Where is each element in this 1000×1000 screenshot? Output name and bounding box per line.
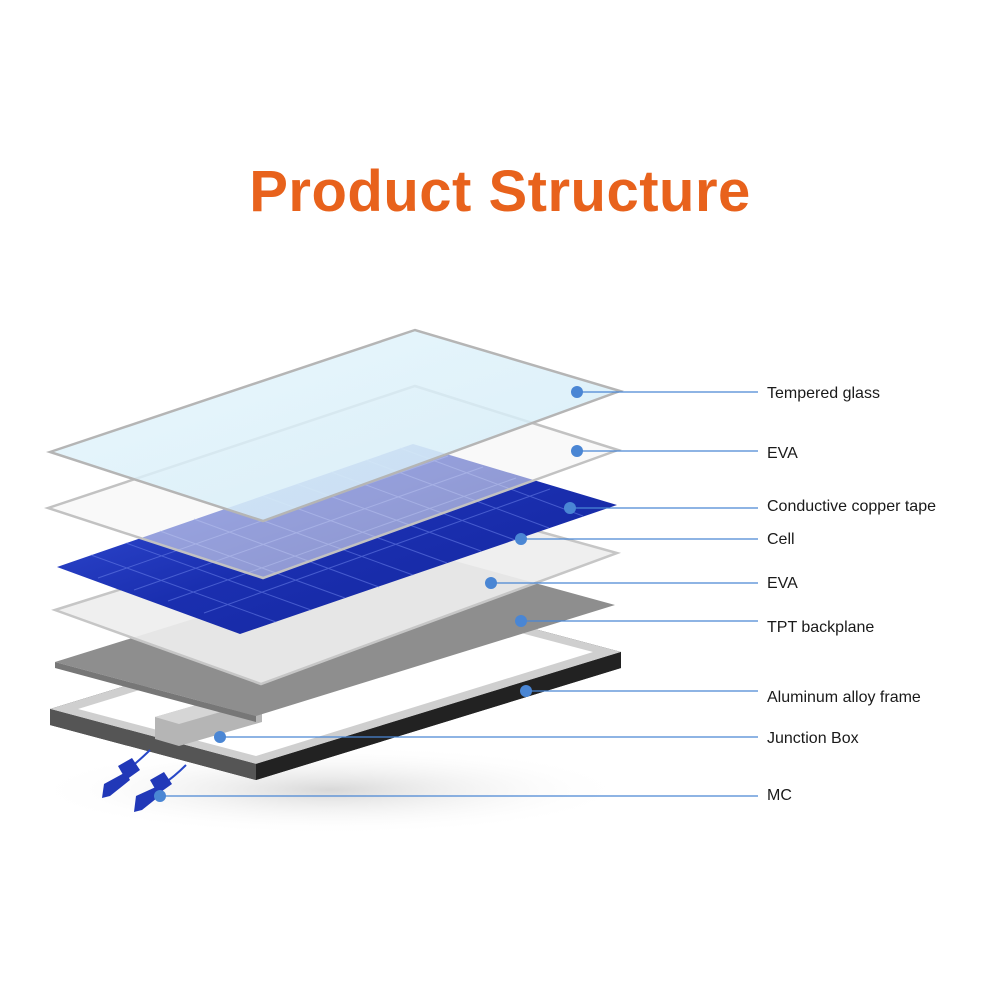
label-backplane: TPT backplane [767, 619, 875, 636]
label-cell: Cell [767, 531, 795, 548]
mc-connector-icon [102, 749, 187, 812]
label-aluminum-frame: Aluminum alloy frame [767, 689, 921, 706]
label-eva-lower: EVA [767, 575, 798, 592]
label-tempered-glass: Tempered glass [767, 385, 880, 402]
label-junction-box: Junction Box [767, 730, 859, 747]
tempered-glass-layer [46, 328, 624, 523]
label-copper-tape: Conductive copper tape [767, 498, 936, 515]
leader-lines [160, 391, 758, 797]
label-eva-upper: EVA [767, 445, 798, 462]
leader-dots [154, 386, 583, 802]
ground-shadow [30, 745, 630, 835]
label-mc: MC [767, 787, 792, 804]
page-title: Product Structure [249, 159, 751, 224]
